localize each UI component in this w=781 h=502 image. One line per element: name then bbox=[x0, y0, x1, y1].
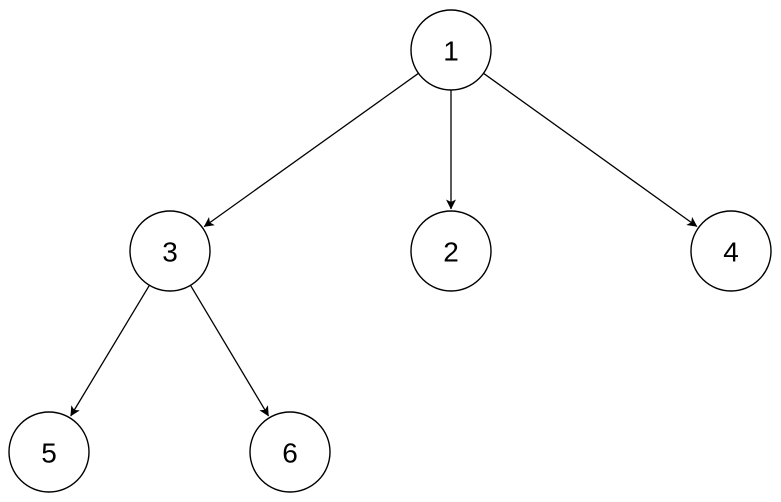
node-label-1: 1 bbox=[443, 36, 459, 67]
edge-3-to-6 bbox=[189, 284, 270, 417]
tree-node-4: 4 bbox=[690, 210, 772, 292]
node-label-6: 6 bbox=[282, 438, 298, 469]
node-circle-1 bbox=[410, 9, 492, 91]
tree-node-1: 1 bbox=[410, 9, 492, 91]
node-label-4: 4 bbox=[723, 237, 739, 268]
tree-node-6: 6 bbox=[249, 411, 331, 493]
tree-node-5: 5 bbox=[8, 411, 90, 493]
edge-1-to-3 bbox=[203, 72, 419, 228]
node-label-5: 5 bbox=[41, 438, 57, 469]
edge-3-to-5 bbox=[70, 284, 150, 417]
node-circle-5 bbox=[8, 411, 90, 493]
node-circle-3 bbox=[129, 210, 211, 292]
node-circle-6 bbox=[249, 411, 331, 493]
tree-node-3: 3 bbox=[129, 210, 211, 292]
node-circle-2 bbox=[410, 210, 492, 292]
node-label-2: 2 bbox=[443, 237, 459, 268]
node-label-3: 3 bbox=[162, 237, 178, 268]
edge-1-to-4 bbox=[483, 72, 698, 228]
node-circle-4 bbox=[690, 210, 772, 292]
tree-node-2: 2 bbox=[410, 210, 492, 292]
